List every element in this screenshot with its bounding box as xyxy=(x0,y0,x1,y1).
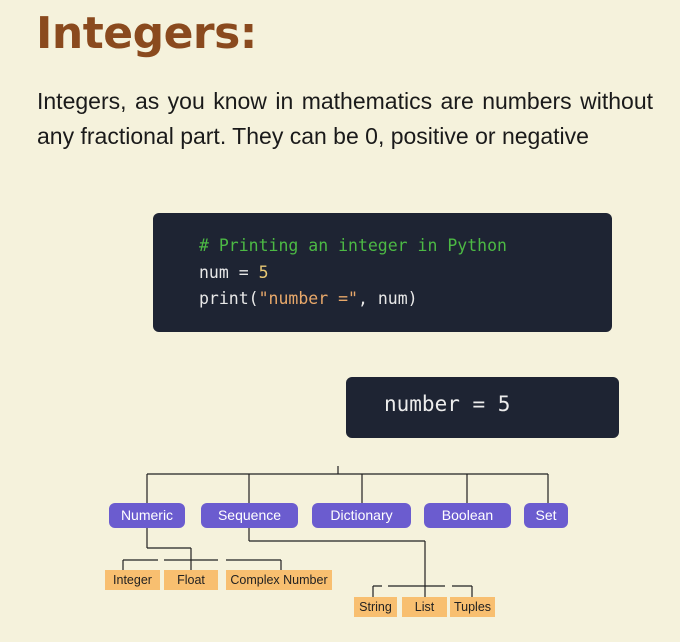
code-string: "number =" xyxy=(258,289,358,308)
code-args: , num) xyxy=(357,289,418,308)
page-title: Integers: xyxy=(36,8,257,59)
code-line-assign: num = 5 xyxy=(199,263,269,282)
leaf-list: List xyxy=(402,597,447,617)
code-var: num = xyxy=(199,262,259,282)
type-sequence: Sequence xyxy=(201,503,298,528)
code-function: print( xyxy=(199,289,259,308)
type-boolean: Boolean xyxy=(424,503,511,528)
type-dictionary: Dictionary xyxy=(312,503,411,528)
intro-paragraph: Integers, as you know in mathematics are… xyxy=(37,88,653,149)
type-numeric: Numeric xyxy=(109,503,185,528)
type-set: Set xyxy=(524,503,568,528)
leaf-tuples: Tuples xyxy=(450,597,495,617)
leaf-complex-number: Complex Number xyxy=(226,570,332,590)
code-block: # Printing an integer in Python num = 5 … xyxy=(153,213,612,332)
code-comment: # Printing an integer in Python xyxy=(199,236,507,255)
leaf-string: String xyxy=(354,597,397,617)
code-number: 5 xyxy=(258,262,269,282)
code-line-print: print("number =", num) xyxy=(199,289,418,308)
output-block: number = 5 xyxy=(346,377,619,438)
leaf-integer: Integer xyxy=(105,570,160,590)
leaf-float: Float xyxy=(164,570,218,590)
